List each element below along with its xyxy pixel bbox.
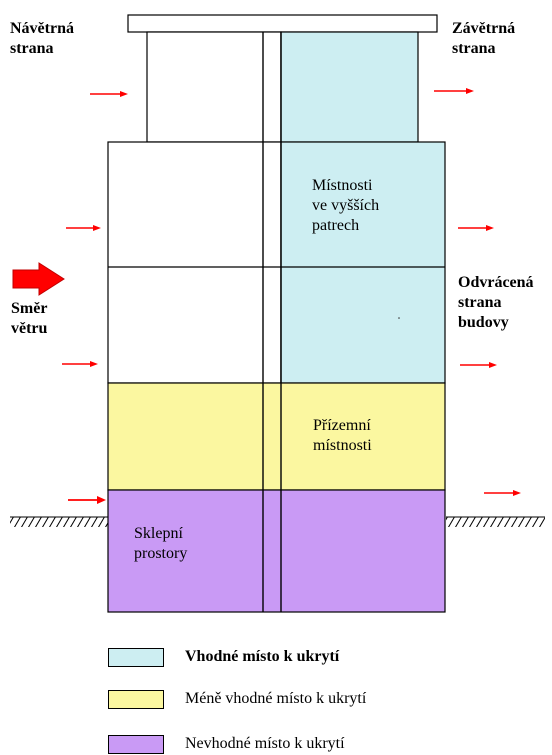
wind-direction-arrow [12, 262, 65, 296]
basement-unsuitable [107, 489, 446, 613]
tower-right-suitable [280, 31, 419, 143]
legend-label-unsuitable: Nevhodné místo k ukrytí [185, 735, 345, 752]
ground-left [10, 516, 108, 527]
legend-label-less-suitable: Méně vhodné místo k ukrytí [185, 690, 367, 707]
far-side-label: Odvrácená strana budovy [458, 274, 534, 331]
legend-label-suitable: Vhodné místo k ukrytí [185, 648, 340, 665]
wind-direction-label: Směr větru [11, 300, 48, 337]
tower-left [146, 31, 282, 143]
wind-arrow [434, 88, 474, 94]
roof-slab [127, 14, 438, 33]
wind-arrow [458, 225, 494, 231]
upper-floors-left [107, 141, 282, 384]
wind-arrow [460, 362, 497, 368]
ground-floor-less-suitable [107, 382, 446, 491]
legend-swatch-suitable [108, 648, 164, 667]
wind-arrow [68, 496, 106, 504]
wind-arrow [484, 490, 521, 496]
upper-rooms-label: Místnosti ve vyšších patrech [312, 177, 380, 234]
ground-right [446, 516, 545, 527]
wind-arrow [90, 91, 128, 97]
leeward-label: Závětrná strana [452, 20, 516, 57]
windward-label: Návětrná strana [10, 20, 74, 57]
legend-swatch-unsuitable [108, 735, 164, 754]
wind-arrow [62, 361, 98, 367]
ground-rooms-label: Přízemní místnosti [313, 417, 372, 454]
legend-swatch-less-suitable [108, 690, 164, 709]
dot [398, 317, 400, 319]
basement-label: Sklepní prostory [134, 525, 188, 562]
wind-arrow [66, 225, 101, 231]
